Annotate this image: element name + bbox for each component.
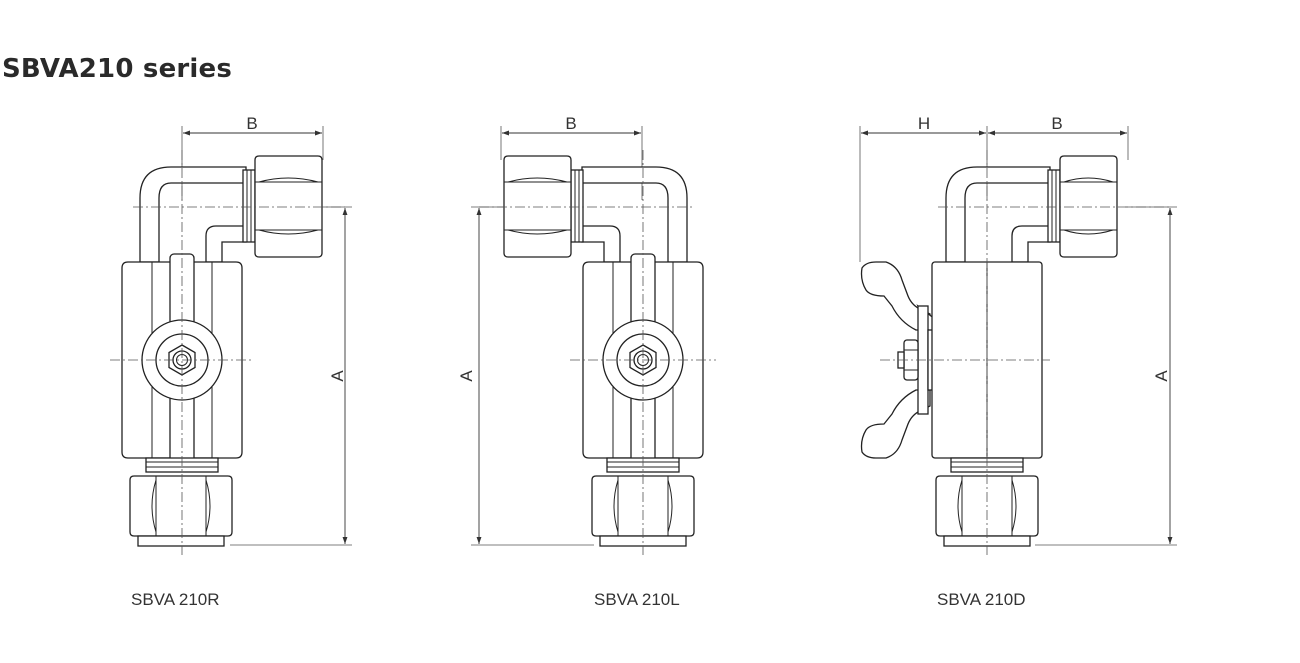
dimension-b-label: B	[565, 114, 576, 133]
view-sbva-210d: H B A	[859, 114, 1177, 555]
dimension-a-label: A	[328, 370, 347, 382]
dimension-h-label: H	[918, 114, 930, 133]
dimension-b-label: B	[1051, 114, 1062, 133]
dimension-a-label: A	[457, 370, 476, 382]
view-sbva-210l: B A	[457, 114, 716, 555]
dimension-b-label: B	[246, 114, 257, 133]
caption-sbva-210l: SBVA 210L	[594, 590, 680, 609]
caption-sbva-210d: SBVA 210D	[937, 590, 1026, 609]
view-sbva-210r: B A	[110, 114, 352, 555]
page-title: SBVA210 series	[2, 54, 233, 84]
caption-sbva-210r: SBVA 210R	[131, 590, 220, 609]
dimension-a-label: A	[1152, 370, 1171, 382]
